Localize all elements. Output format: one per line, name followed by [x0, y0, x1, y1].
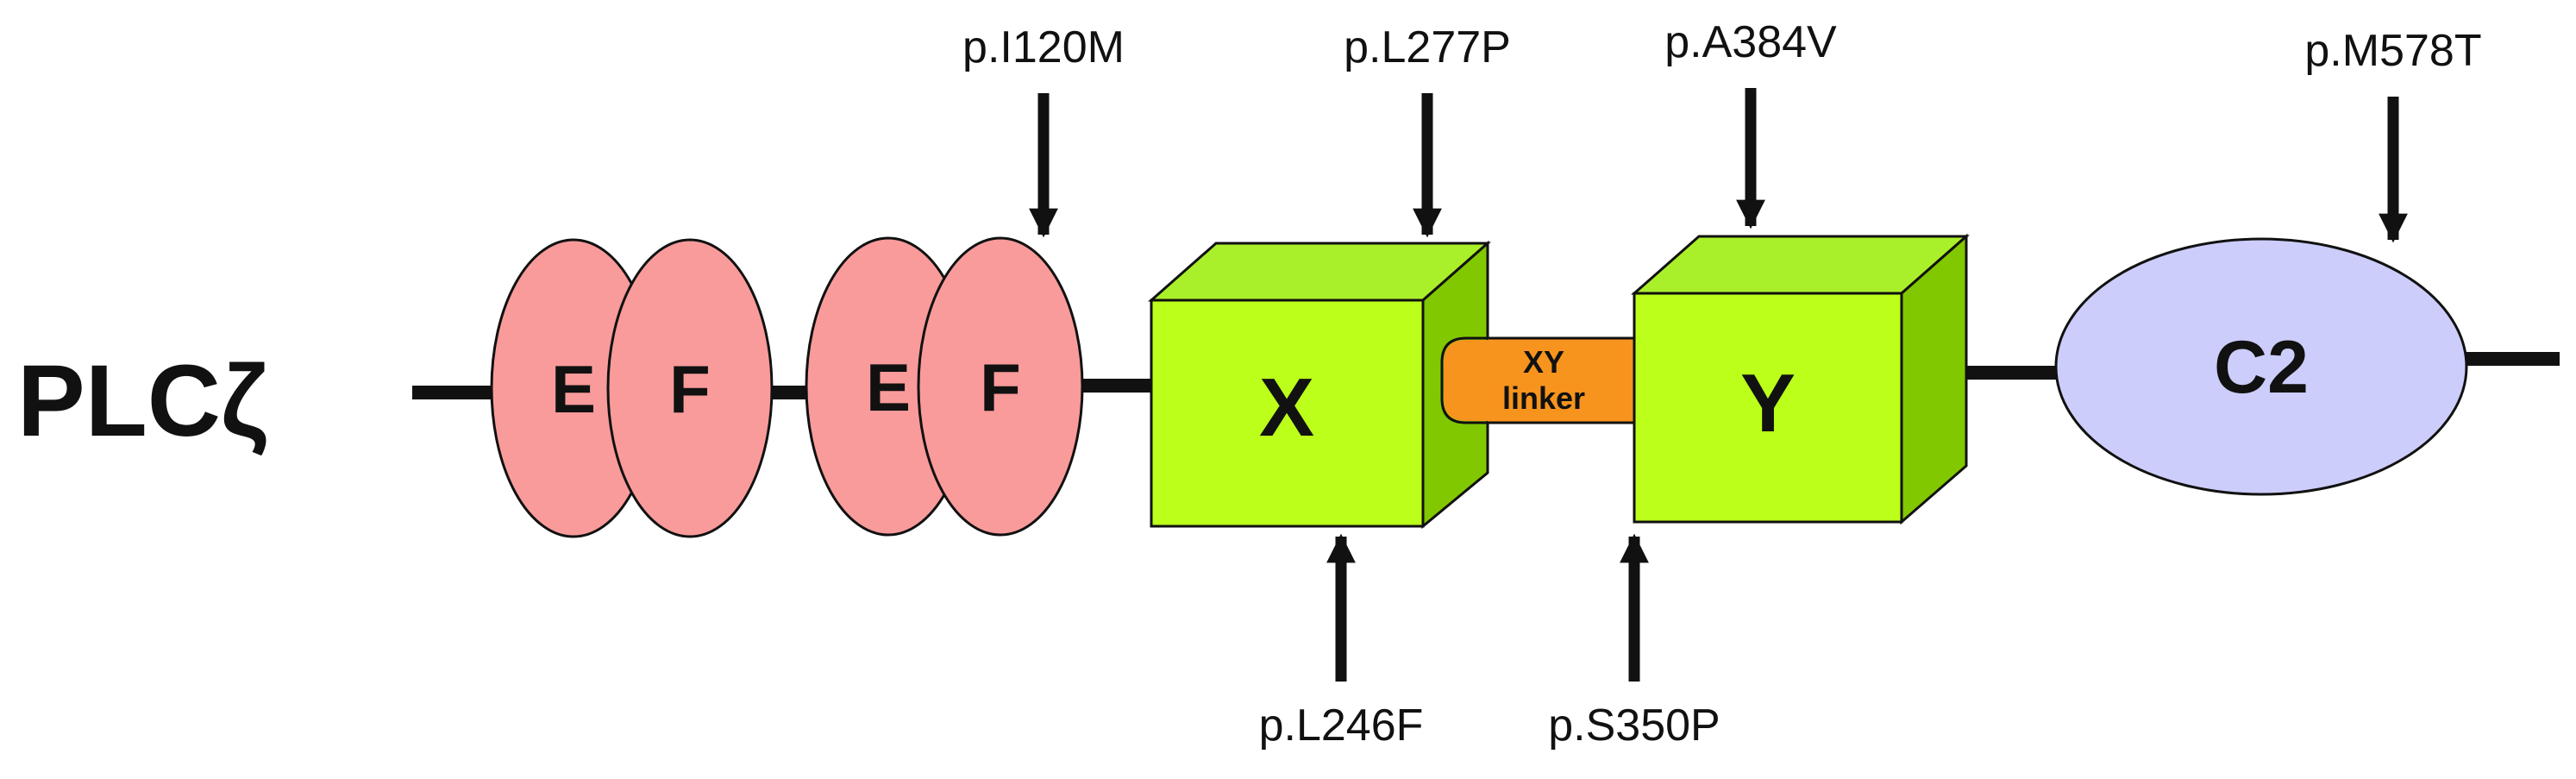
mutation-arrows: [1029, 88, 2408, 682]
mutation-label-i120m: p.I120M: [962, 22, 1125, 72]
y-domain-label: Y: [1740, 357, 1796, 449]
x-domain-front: [1150, 298, 1425, 528]
ef-hand-e1-label: E: [551, 351, 596, 427]
xy-linker-outline: [1440, 336, 1639, 424]
ef-hand-pair-2: E F: [805, 236, 1084, 537]
c2-domain: C2: [2054, 237, 2468, 496]
ef-hand-pair-1: E F: [490, 238, 774, 538]
xy-linker-label-line2: linker: [1502, 380, 1585, 416]
ef-hand-f1: [606, 238, 774, 538]
mutation-label-a384v: p.A384V: [1664, 17, 1837, 67]
ef-hand-f1-label: F: [669, 351, 711, 427]
xy-linker-shape: [1488, 338, 1639, 423]
c2-domain-shape: [2054, 237, 2468, 496]
y-domain: Y: [1631, 233, 1970, 525]
c2-domain-label: C2: [2214, 326, 2309, 409]
xy-linker-left-cap: [1444, 340, 1489, 421]
ef-hand-e2-label: E: [866, 349, 911, 425]
mutation-label-s350p: p.S350P: [1548, 700, 1720, 751]
ef-hand-f2-label: F: [980, 349, 1021, 425]
ef-hand-f2: [917, 236, 1084, 537]
xy-linker-label-line1: XY: [1523, 344, 1564, 380]
y-domain-front: [1633, 292, 1903, 524]
mutation-label-l246f: p.L246F: [1259, 700, 1424, 751]
mutation-label-m578t: p.M578T: [2304, 26, 2481, 76]
x-domain-label: X: [1259, 361, 1314, 454]
xy-linker: XY linker: [1440, 336, 1639, 424]
mutation-labels: p.I120M p.L277P p.A384V p.M578T p.L246F …: [962, 17, 2482, 751]
x-domain: X: [1148, 240, 1491, 530]
mutation-label-l277p: p.L277P: [1344, 22, 1511, 72]
protein-name: PLCζ: [17, 344, 267, 458]
